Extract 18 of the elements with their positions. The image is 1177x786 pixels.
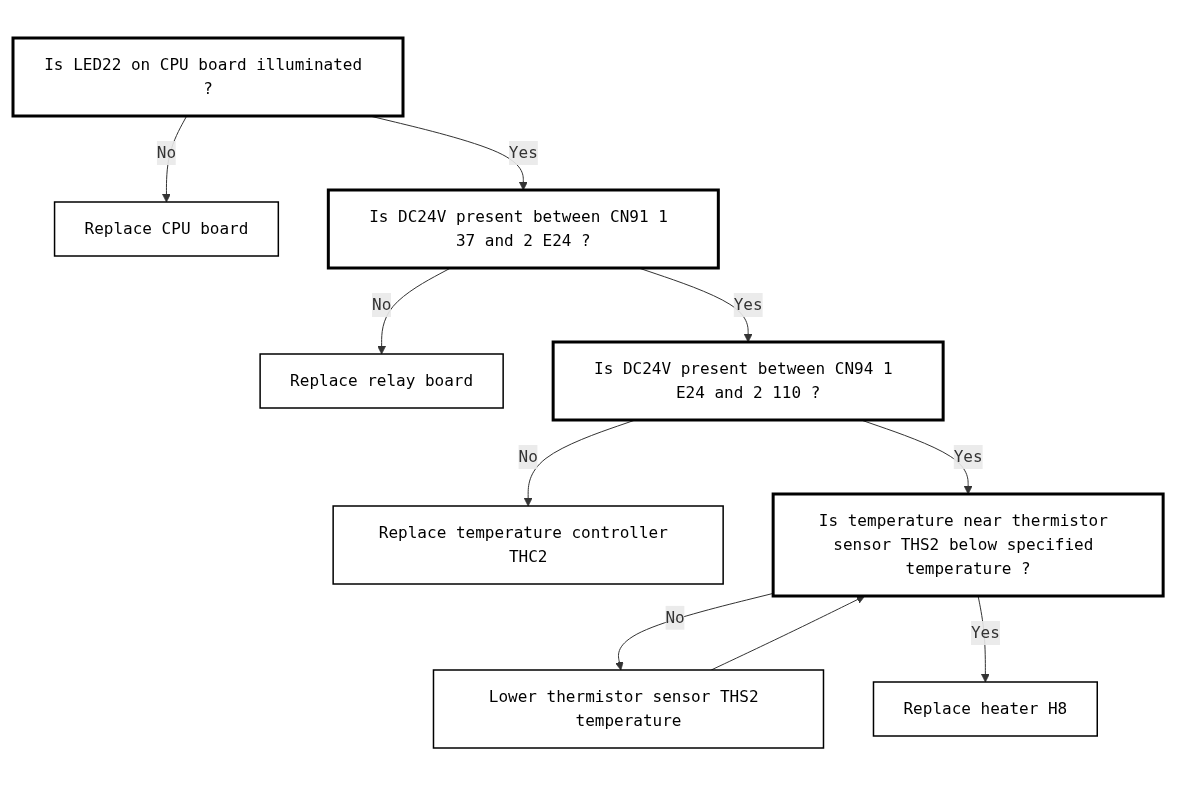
node-box: Replace heater H8 <box>873 681 1099 737</box>
node-box: Lower thermistor sensor THS2 temperature <box>433 669 825 749</box>
edge-label: No <box>157 143 177 162</box>
node-box: Is DC24V present between CN94 1 E24 and 2 110 ? <box>552 340 946 422</box>
node-box: Replace CPU board <box>54 201 280 257</box>
edge-label: Yes <box>954 447 984 466</box>
edge-label: No <box>518 447 539 466</box>
node-box: Is DC24V present between CN91 1 37 and 2 E24 ? <box>327 188 721 270</box>
edge-label: Yes <box>734 295 764 314</box>
node-box: Is LED22 on CPU board illuminated ? <box>11 36 405 118</box>
node-box: Replace relay board <box>259 353 505 409</box>
edge-label: Yes <box>971 623 1001 642</box>
edge-label: No <box>665 607 686 627</box>
node-box: Replace temperature controller THC2 <box>332 505 725 585</box>
edge-label: No <box>372 295 392 314</box>
edge-label: Yes <box>509 143 539 162</box>
arrow <box>615 592 775 671</box>
node-box: Is temperature near thermistor sensor THS2 below specified temperature ? <box>772 492 1166 598</box>
